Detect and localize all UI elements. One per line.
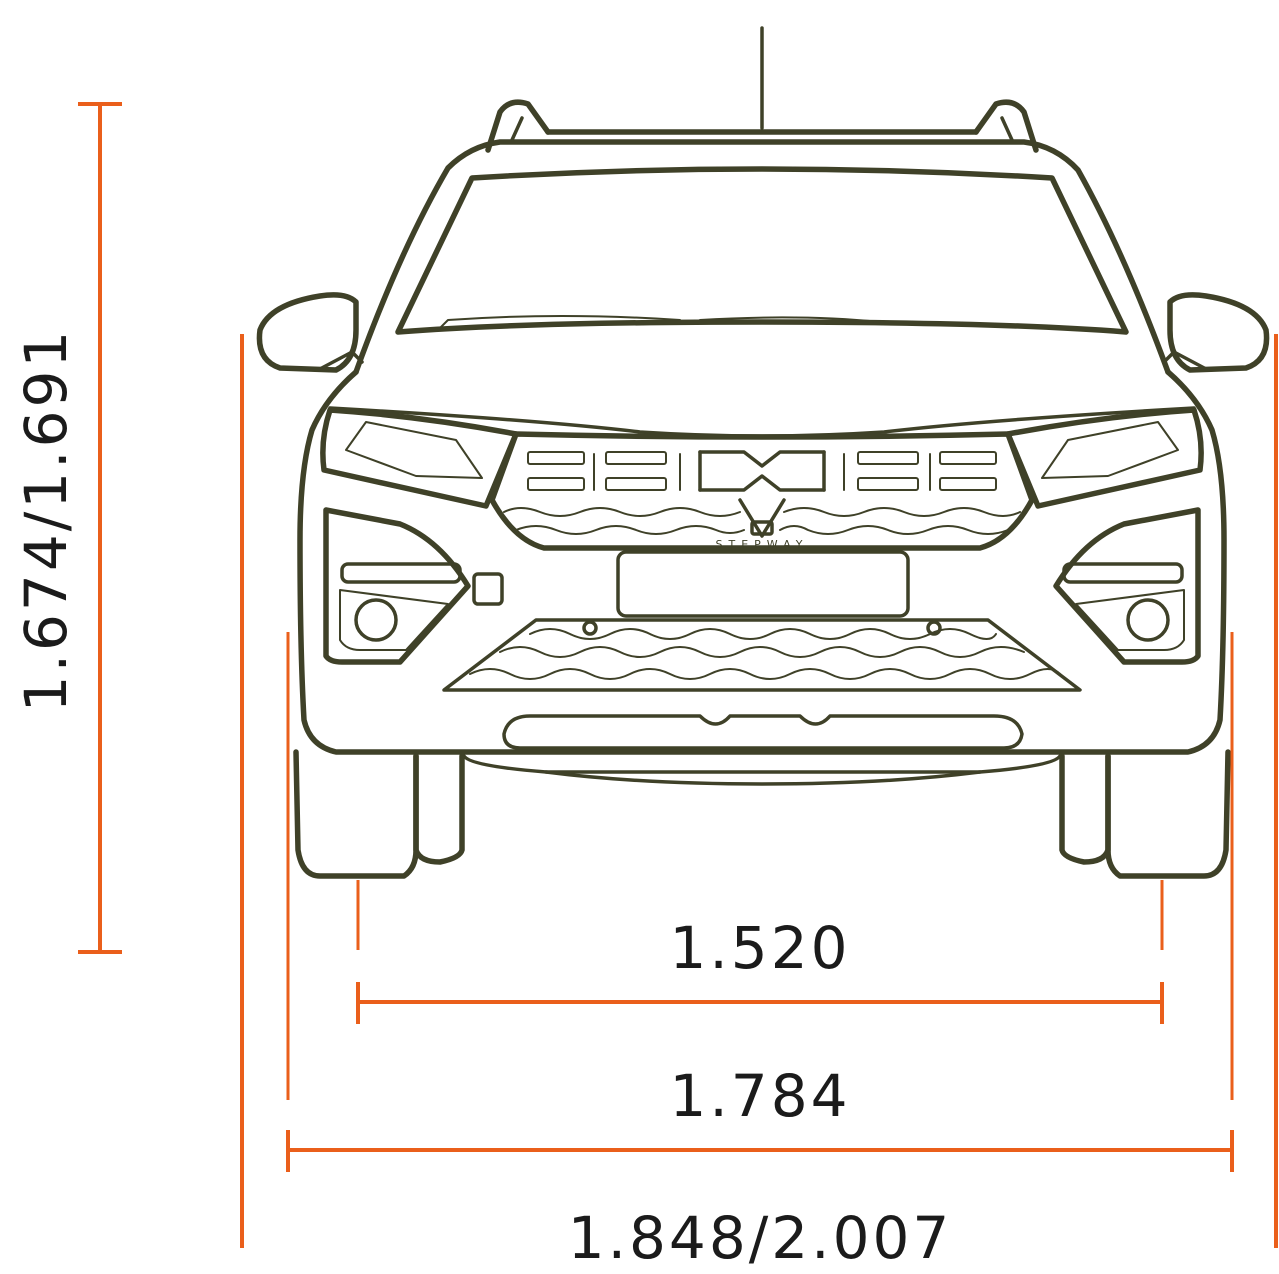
- height-label: 1.674/1.691: [12, 328, 80, 713]
- underbody: [462, 754, 1062, 774]
- track-label: 1.520: [669, 914, 850, 982]
- roof-rails: [485, 99, 1039, 153]
- cabin-outline: [353, 139, 1171, 375]
- mirror-right: [1162, 292, 1270, 373]
- wiper-left: [439, 315, 681, 329]
- mirror-left: [256, 292, 364, 373]
- fog-light-right: [1053, 507, 1201, 665]
- fog-light-left: [323, 507, 471, 665]
- headlight-left: [320, 407, 519, 509]
- headlight-right: [1005, 407, 1204, 509]
- track-dimension: 1.520: [356, 880, 1164, 1024]
- skid-plate: [502, 714, 1024, 750]
- height-dimension: 1.674/1.691: [12, 102, 122, 954]
- model-badge: STEPWAY: [716, 538, 809, 551]
- windshield: [395, 166, 1129, 335]
- body-outline: [297, 369, 1227, 755]
- upper-grille: STEPWAY: [489, 431, 1035, 551]
- lower-grille: [442, 618, 1082, 692]
- tow-hook-cover: [472, 572, 504, 606]
- mirror-width-label: 1.848/2.007: [568, 1204, 953, 1272]
- wiper-right: [699, 316, 881, 323]
- license-plate: [616, 550, 910, 618]
- wheel-left: [293, 749, 465, 879]
- mirror-width-dimension: 1.848/2.007: [240, 334, 1278, 1272]
- brand-emblem: [698, 450, 826, 538]
- car-front-view: STEPWAY: [256, 26, 1270, 879]
- wheel-right: [1059, 749, 1231, 879]
- body-width-label: 1.784: [669, 1062, 850, 1130]
- body-width-dimension: 1.784: [286, 632, 1234, 1172]
